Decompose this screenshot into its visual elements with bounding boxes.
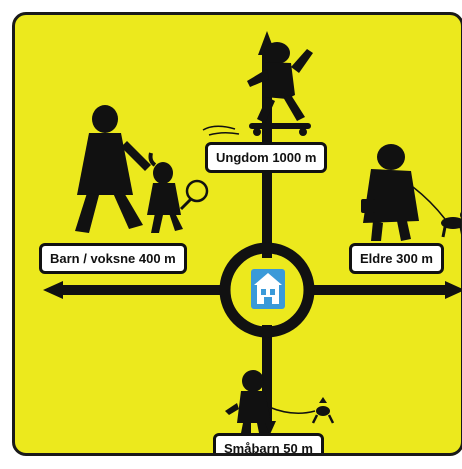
arrow-east-icon <box>445 281 461 299</box>
roundabout <box>219 242 315 338</box>
label-elderly: Eldre 300 m <box>349 243 444 274</box>
teen-skateboarder-icon <box>202 42 313 136</box>
toddler-with-toy-icon <box>225 370 335 433</box>
elderly-with-dog-icon <box>361 144 461 241</box>
road-west <box>59 285 224 295</box>
distance-sign: Ungdom 1000 m Barn / voksne 400 m Eldre … <box>12 12 462 456</box>
label-children-adults: Barn / voksne 400 m <box>39 243 187 274</box>
adult-with-child-icon <box>75 105 209 233</box>
label-youth: Ungdom 1000 m <box>205 142 328 173</box>
house-icon <box>251 269 285 309</box>
label-toddlers: Småbarn 50 m <box>213 433 324 453</box>
arrow-west-icon <box>43 281 63 299</box>
road-south <box>262 325 272 425</box>
road-east <box>308 285 448 295</box>
